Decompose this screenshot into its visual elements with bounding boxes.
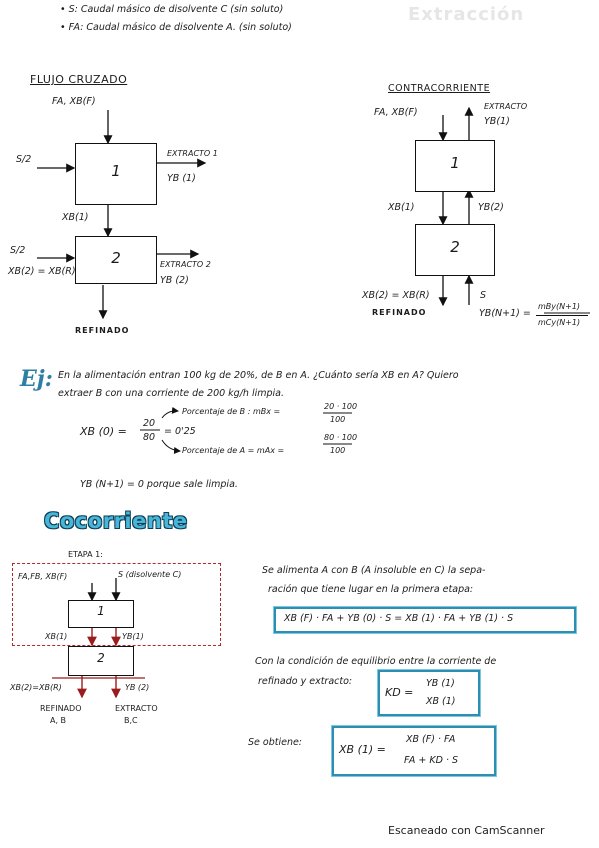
stage-number: 2 [97, 651, 105, 665]
cocorriente-refinado-sub: A, B [50, 716, 67, 725]
cruzado-feed: FA, XB(F) [52, 96, 96, 107]
stage1-dashed-region [12, 563, 221, 646]
corner-heading: Extracción [408, 4, 525, 25]
contra-extracto: EXTRACTO [484, 102, 528, 111]
cruzado-title: FLUJO CRUZADO [30, 73, 128, 86]
contra-yb2: YB(2) [478, 202, 504, 213]
cruzado-xb1: XB(1) [62, 212, 89, 223]
xb1-num: XB (F) · FA [406, 734, 456, 745]
ejemplo-line1: En la alimentación entran 100 kg de 20%,… [58, 370, 459, 381]
xb1-den: FA + KD · S [404, 755, 459, 766]
contra-frac-num: mBy(N+1) [538, 302, 581, 311]
cocorriente-feed: FA,FB, XB(F) [18, 572, 68, 581]
cocorriente-etapa: ETAPA 1: [68, 550, 103, 559]
cruzado-xb2: XB(2) = XB(R) [8, 266, 76, 277]
fraction-bar [536, 315, 588, 316]
cruzado-stage-2: 2 [75, 236, 157, 284]
contra-xb1: XB(1) [388, 202, 415, 213]
scanner-watermark: Escaneado con CamScanner [388, 824, 545, 837]
ejemplo-line2: extraer B con una corriente de 200 kg/h … [58, 388, 284, 399]
cocorriente-stage-2: 2 [68, 646, 134, 676]
cruzado-s2: S/2 [10, 245, 26, 256]
kd-num: YB (1) [426, 678, 455, 689]
contra-xb2: XB(2) = XB(R) [362, 290, 430, 301]
contra-s: S [480, 290, 487, 301]
cocorriente-title: Cocorriente [44, 509, 188, 533]
contra-title: CONTRACORRIENTE [388, 83, 491, 94]
cocorriente-text2: ración que tiene lugar en la primera eta… [268, 584, 474, 595]
note-s: • S: Caudal másico de disolvente C (sin … [60, 4, 283, 15]
cocorriente-yb1: YB(1) [122, 632, 144, 641]
contra-refinado: REFINADO [372, 308, 427, 317]
cruzado-extracto1: EXTRACTO 1 [167, 149, 218, 158]
cocorriente-text3: Con la condición de equilibrio entre la … [255, 656, 497, 667]
bullet: • [60, 22, 69, 33]
cruzado-stage-1: 1 [75, 143, 157, 205]
cocorriente-yb2: YB (2) [125, 683, 150, 692]
ejemplo-label: Ej: [20, 366, 53, 392]
ejemplo-pct-a-num: 80 · 100 [324, 433, 358, 442]
xb1-left: XB (1) = [339, 743, 386, 756]
contra-feed: FA, XB(F) [374, 107, 418, 118]
bullet: • [60, 4, 69, 15]
stage-number: 1 [97, 604, 105, 618]
ejemplo-ybn: YB (N+1) = 0 porque sale limpia. [80, 479, 238, 490]
cruzado-refinado: REFINADO [75, 326, 130, 335]
cocorriente-xb1: XB(1) [45, 632, 68, 641]
kd-den: XB (1) [426, 696, 456, 707]
stage-number: 2 [450, 238, 460, 256]
cruzado-extracto2: EXTRACTO 2 [160, 260, 211, 269]
cocorriente-stage-1: 1 [68, 600, 134, 628]
ejemplo-pct-a: Porcentaje de A = mAx = [182, 446, 285, 455]
stage-number: 1 [450, 154, 460, 172]
kd-left: KD = [385, 686, 414, 699]
contra-frac-den: mCy(N+1) [538, 318, 581, 327]
cocorriente-text4: refinado y extracto: [258, 676, 353, 687]
contra-stage-1: 1 [415, 140, 495, 192]
contra-ybn: YB(N+1) = [479, 308, 531, 319]
cocorriente-s-label: S (disolvente C) [118, 570, 182, 579]
contra-yb1: YB(1) [484, 116, 510, 127]
cocorriente-extracto-sub: B,C [124, 716, 138, 725]
ejemplo-pct-b-den: 100 [330, 415, 346, 424]
stage-number: 1 [111, 162, 121, 180]
ejemplo-pct-b: Porcentaje de B : mBx = [182, 407, 281, 416]
cocorriente-text5: Se obtiene: [248, 737, 303, 748]
ejemplo-frac-num: 20 [143, 418, 156, 429]
cocorriente-xb2: XB(2)=XB(R) [10, 683, 62, 692]
ejemplo-pct-b-num: 20 · 100 [324, 402, 358, 411]
cocorriente-extracto: EXTRACTO [115, 704, 158, 713]
xb1-box: XB (1) = XB (F) · FA FA + KD · S [332, 726, 496, 776]
note-fa: • FA: Caudal másico de disolvente A. (si… [60, 22, 292, 33]
cruzado-yb2: YB (2) [160, 275, 189, 286]
note-s-text: S: Caudal másico de disolvente C (sin so… [68, 4, 284, 15]
contra-stage-2: 2 [415, 224, 495, 276]
note-fa-text: FA: Caudal másico de disolvente A. (sin … [68, 22, 292, 33]
ejemplo-frac-den: 80 [143, 432, 156, 443]
ejemplo-pct-a-den: 100 [330, 446, 346, 455]
cruzado-yb1: YB (1) [167, 173, 196, 184]
cocorriente-text1: Se alimenta A con B (A insoluble en C) l… [262, 565, 486, 576]
mass-balance-equation: XB (F) · FA + YB (0) · S = XB (1) · FA +… [284, 613, 514, 624]
kd-box: KD = YB (1) XB (1) [378, 670, 480, 716]
ejemplo-result: = 0'25 [164, 426, 196, 437]
ejemplo-xb0: XB (0) = [80, 425, 127, 438]
mass-balance-box: XB (F) · FA + YB (0) · S = XB (1) · FA +… [274, 607, 576, 633]
cocorriente-refinado: REFINADO [40, 704, 82, 713]
stage-number: 2 [111, 249, 121, 267]
cruzado-s1: S/2 [16, 154, 32, 165]
